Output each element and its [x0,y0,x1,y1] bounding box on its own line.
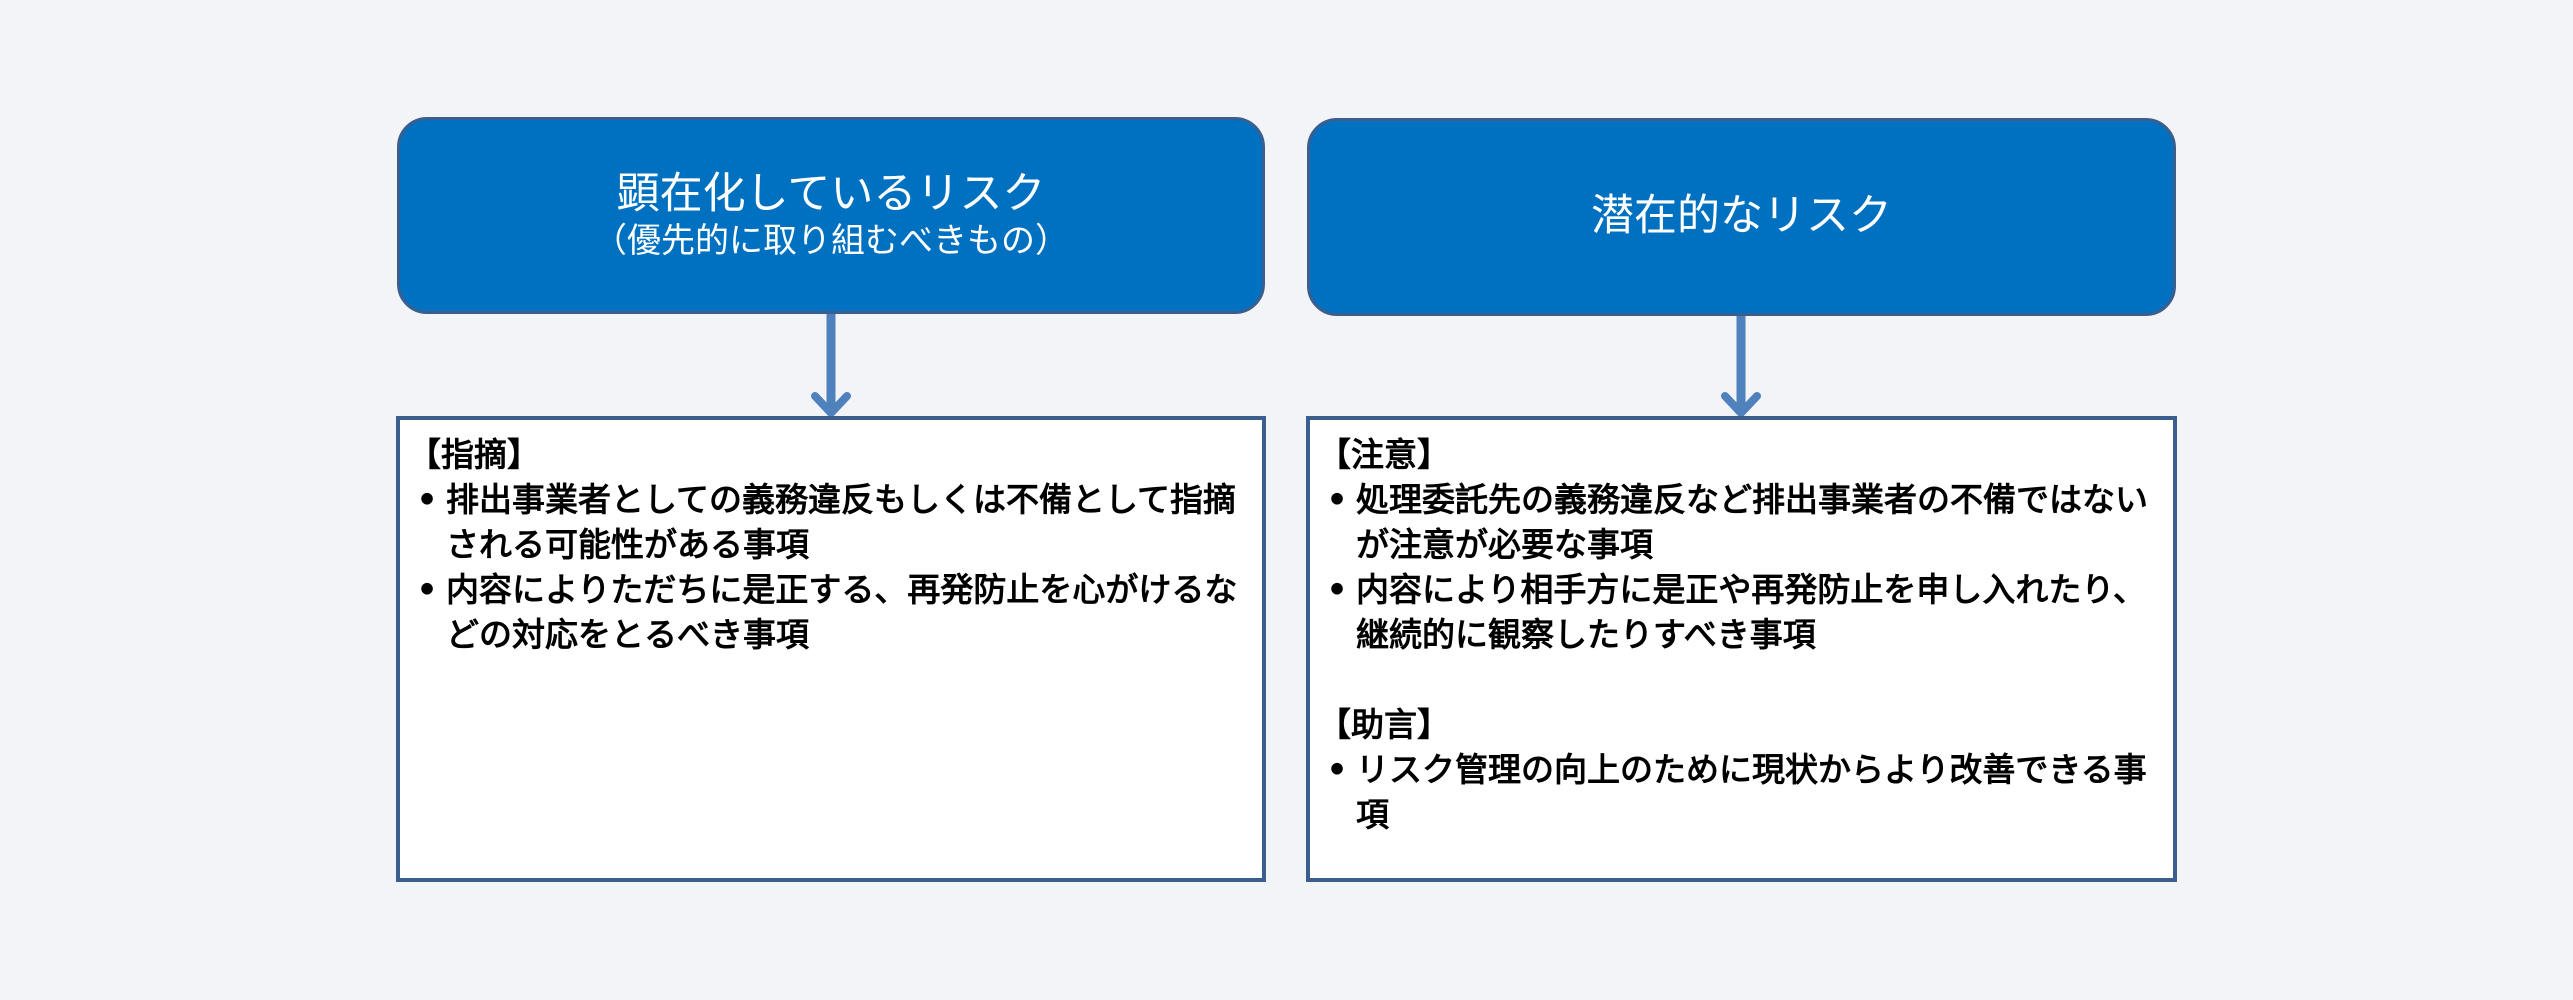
down-arrow-icon [811,314,851,417]
header-box-latent-risk: 潜在的なリスク [1307,118,2176,316]
header-subtitle: （優先的に取り組むべきもの） [593,220,1069,261]
header-title: 潜在的なリスク [1591,191,1892,242]
bullet-icon: • [1326,750,1348,789]
section-heading: 【指摘】 [408,435,540,474]
list-item-text: 内容によりただちに是正する、再発防止を心がけるなどの対応をとるべき事項 [446,570,1238,654]
section-heading: 【助言】 [1318,705,1450,744]
list-item: • 排出事業者としての義務違反もしくは不備として指摘される可能性がある事項 [408,477,1254,567]
detail-box-shiteki: 【指摘】 • 排出事業者としての義務違反もしくは不備として指摘される可能性がある… [396,416,1266,882]
list-item-text: 排出事業者としての義務違反もしくは不備として指摘される可能性がある事項 [446,480,1237,564]
list-item: • 内容により相手方に是正や再発防止を申し入れたり、継続的に観察したりすべき事項 [1318,567,2165,657]
section-heading: 【注意】 [1318,435,1450,474]
bullet-icon: • [416,570,438,609]
down-arrow-icon [1721,316,1761,417]
header-title: 顕在化しているリスク [616,169,1046,220]
list-item: • 処理委託先の義務違反など排出事業者の不備ではないが注意が必要な事項 [1318,477,2165,567]
bullet-icon: • [1326,570,1348,609]
list-item-text: 内容により相手方に是正や再発防止を申し入れたり、継続的に観察したりすべき事項 [1356,570,2147,654]
section-gap [1318,657,2165,702]
bullet-icon: • [416,480,438,519]
detail-box-chui-jogen: 【注意】 • 処理委託先の義務違反など排出事業者の不備ではないが注意が必要な事項… [1306,416,2177,882]
list-item: • 内容によりただちに是正する、再発防止を心がけるなどの対応をとるべき事項 [408,567,1254,657]
list-item-text: 処理委託先の義務違反など排出事業者の不備ではないが注意が必要な事項 [1356,480,2148,564]
list-item-text: リスク管理の向上のために現状からより改善できる事項 [1356,750,2147,834]
list-item: • リスク管理の向上のために現状からより改善できる事項 [1318,747,2165,837]
bullet-icon: • [1326,480,1348,519]
header-box-manifest-risk: 顕在化しているリスク （優先的に取り組むべきもの） [397,117,1265,314]
